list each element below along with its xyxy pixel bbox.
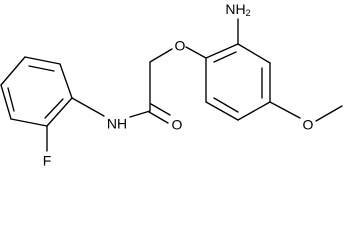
bond-methoxy-o-methyl <box>315 105 343 122</box>
bond-fluorophenyl-5 <box>0 84 12 120</box>
atom-labels: NH2 O O NH F O <box>43 1 314 169</box>
bond-fluorophenyl-2 <box>59 63 73 99</box>
bond-lines <box>0 18 343 152</box>
fluorine-label: F <box>43 153 52 169</box>
bond-fluorophenyl-1 <box>24 56 61 65</box>
bond-methoxyphenyl-inner-1 <box>213 51 237 63</box>
bond-aryl-methoxy-o <box>269 101 301 119</box>
bond-carbonyl-o-1 <box>148 111 169 124</box>
bond-fluorophenyl-6 <box>0 56 26 86</box>
bond-fluorophenyl-inner-3 <box>7 87 15 112</box>
bond-fluorophenyl-inner-2 <box>44 98 64 119</box>
amine-label: NH2 <box>225 1 250 19</box>
bond-methoxyphenyl-2 <box>237 43 271 64</box>
bond-nh-carbonyl <box>129 110 151 118</box>
bond-methoxyphenyl-5 <box>205 101 239 121</box>
bond-fluorophenyl-inner-1 <box>28 65 55 72</box>
bond-fluorophenyl-4 <box>10 118 48 127</box>
bond-methoxyphenyl-inner-3 <box>213 97 239 113</box>
amide-nh-label: NH <box>107 116 127 132</box>
bond-ch2-ether-o <box>149 48 173 63</box>
bond-methoxyphenyl-4 <box>237 101 271 121</box>
carbonyl-oxygen-label: O <box>172 117 183 133</box>
bond-carbonyl-o-2 <box>150 103 171 116</box>
bond-fluorophenyl-3 <box>46 97 73 127</box>
amine-label-main: NH <box>225 1 245 17</box>
bond-aryl-nh <box>71 97 105 117</box>
bond-ether-o-aryl <box>185 46 207 59</box>
molecule-structure: NH2 O O NH F O <box>0 1 343 169</box>
methoxy-oxygen-label: O <box>303 117 314 133</box>
ether-oxygen-label: O <box>175 38 186 54</box>
amine-label-subscript: 2 <box>246 8 251 18</box>
bond-methoxyphenyl-1 <box>205 43 239 59</box>
